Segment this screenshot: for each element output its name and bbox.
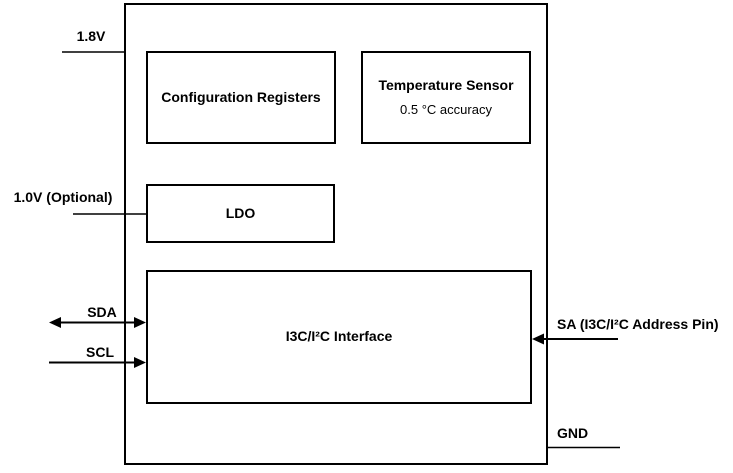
block-i3c-i2c-interface-label: I3C/I²C Interface — [285, 328, 393, 345]
block-temperature-sensor-accuracy: 0.5 °C accuracy — [400, 102, 492, 118]
sda-left-arrowhead — [49, 317, 61, 328]
sda-right-arrowhead — [134, 317, 146, 328]
pin-label-scl: SCL — [86, 344, 114, 360]
wire-sda — [49, 317, 146, 328]
block-configuration-registers-label: Configuration Registers — [161, 88, 321, 105]
block-temperature-sensor: Temperature Sensor 0.5 °C accuracy — [361, 51, 531, 144]
sa-arrowhead — [532, 333, 544, 345]
block-configuration-registers: Configuration Registers — [146, 51, 336, 144]
wire-scl — [49, 357, 146, 368]
block-ldo: LDO — [146, 184, 335, 243]
chip-boundary — [124, 3, 548, 465]
block-i3c-i2c-interface: I3C/I²C Interface — [146, 270, 532, 404]
block-ldo-label: LDO — [225, 204, 256, 221]
block-temperature-sensor-label: Temperature Sensor — [378, 76, 514, 93]
pin-label-1v8: 1.8V — [76, 28, 106, 44]
wire-sa — [532, 333, 618, 345]
pin-label-gnd: GND — [557, 425, 589, 441]
scl-arrowhead — [134, 357, 146, 368]
pin-label-1v0-optional: 1.0V (Optional) — [13, 189, 113, 205]
pin-label-sda: SDA — [87, 304, 117, 320]
pin-label-sa-address: SA (I3C/I²C Address Pin) — [557, 316, 719, 332]
